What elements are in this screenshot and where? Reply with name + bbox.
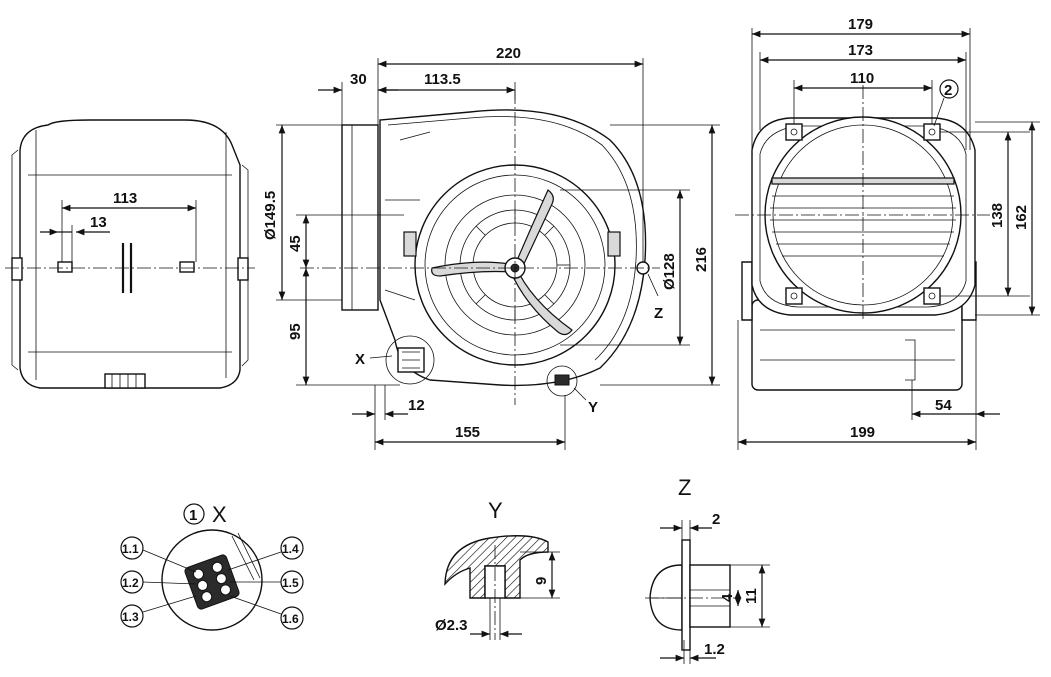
- detail-y-dim-9-label: 9: [533, 577, 550, 585]
- side-dim-13-label: 13: [90, 214, 107, 231]
- pin-1-6-label: 1.6: [282, 612, 299, 626]
- rear-dim-173-label: 173: [848, 42, 873, 59]
- rear-dim-199-label: 199: [850, 424, 875, 441]
- detail-y-dim-2-3-label: Ø2.3: [435, 617, 468, 634]
- detail-y: Y 9 Ø2.3: [435, 498, 560, 640]
- rear-dim-179-label: 179: [848, 16, 873, 33]
- front-view: 220 30 113.5 Ø149.5 45 95 Ø128 216 X Y: [262, 45, 720, 450]
- front-dim-128-label: Ø128: [661, 253, 678, 290]
- detail-y-title: Y: [488, 498, 503, 523]
- pin-1-1-label: 1.1: [122, 542, 139, 556]
- rear-view: 179 173 110 2 138 162 54 199: [735, 16, 1040, 450]
- detail-y-marker-label: Y: [588, 399, 598, 416]
- mount-holes: [785, 123, 941, 305]
- detail-z: Z 2 4 11 1.2: [645, 475, 770, 664]
- front-dim-12-label: 12: [408, 397, 425, 414]
- front-dim-149-5-label: Ø149.5: [262, 191, 279, 240]
- side-dim-113-label: 113: [113, 190, 137, 207]
- front-dim-30-label: 30: [350, 71, 367, 88]
- detail-x-marker-label: X: [355, 351, 365, 368]
- front-dim-113-5-label: 113.5: [424, 71, 461, 88]
- detail-z-title: Z: [678, 475, 691, 500]
- rear-dim-110-label: 110: [850, 70, 874, 87]
- detail-z-dim-2-label: 2: [712, 511, 720, 528]
- side-view: 113 13: [5, 119, 255, 389]
- rear-marker-2: 2: [944, 82, 952, 99]
- inlet-tube: [341, 124, 379, 311]
- front-dim-220-label: 220: [496, 45, 521, 62]
- detail-z-dim-4-label: 4: [719, 593, 736, 602]
- front-dim-95-label: 95: [287, 323, 304, 340]
- detail-x-title: X: [212, 502, 227, 527]
- front-dim-45-label: 45: [287, 235, 304, 252]
- pin-1-3-label: 1.3: [122, 610, 139, 624]
- pin-1-2-label: 1.2: [122, 576, 139, 590]
- pin-1-4-label: 1.4: [282, 542, 299, 556]
- front-dim-216-label: 216: [693, 247, 710, 272]
- rear-dim-162-label: 162: [1013, 205, 1030, 230]
- front-dim-155-label: 155: [455, 424, 480, 441]
- detail-x: 1 X 1.1 1.2 1.3 1.4 1.5 1.6: [120, 502, 304, 631]
- detail-z-dim-11-label: 11: [743, 588, 760, 604]
- rear-dim-54-label: 54: [935, 397, 952, 414]
- rear-dim-138-label: 138: [989, 203, 1006, 228]
- pin-1-5-label: 1.5: [282, 576, 299, 590]
- detail-x-marker-1: 1: [189, 507, 197, 524]
- detail-z-dim-1-2-label: 1.2: [704, 641, 725, 658]
- detail-z-marker-label: Z: [654, 305, 663, 322]
